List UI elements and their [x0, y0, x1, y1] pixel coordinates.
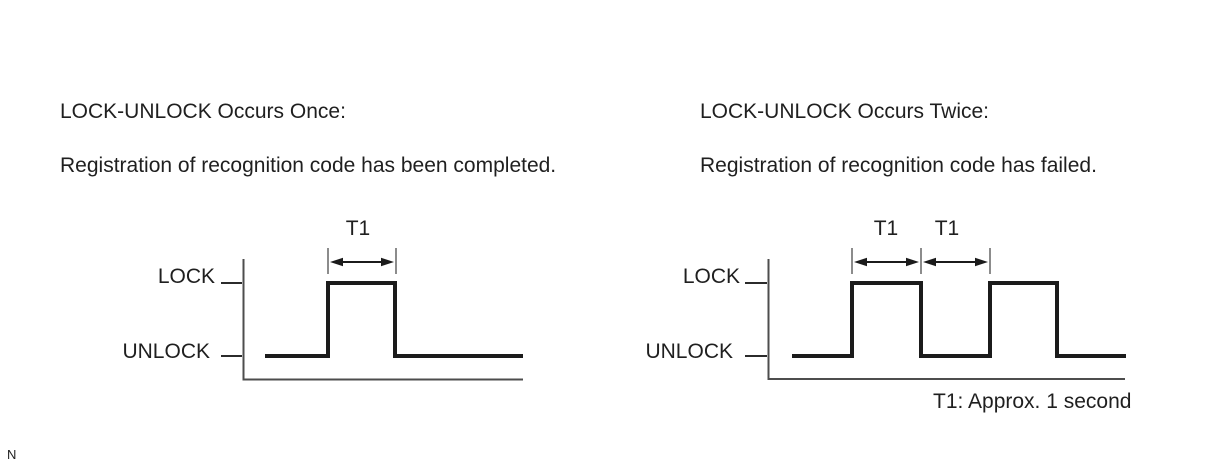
diagram-once — [221, 248, 523, 381]
twice-lock-label: LOCK — [682, 265, 740, 288]
twice-arrowhead-2-left — [923, 257, 936, 267]
twice-t1-label-1: T1 — [873, 217, 899, 240]
panel-twice-description: Registration of recognition code has fai… — [700, 154, 1097, 177]
panel-twice-title: LOCK-UNLOCK Occurs Twice: — [700, 100, 990, 123]
twice-unlock-label: UNLOCK — [645, 340, 733, 363]
once-arrowhead-right — [381, 257, 394, 267]
twice-arrowhead-1-left — [854, 257, 867, 267]
t1-definition-note: T1: Approx. 1 second — [933, 390, 1132, 413]
once-waveform — [265, 281, 523, 358]
panel-once-description: Registration of recognition code has bee… — [60, 154, 557, 177]
diagram-twice — [745, 248, 1126, 380]
twice-t1-label-2: T1 — [934, 217, 960, 240]
once-lock-label: LOCK — [157, 265, 215, 288]
twice-waveform — [792, 281, 1126, 358]
once-unlock-label: UNLOCK — [122, 340, 210, 363]
once-t1-label: T1 — [345, 217, 371, 240]
panel-once-title: LOCK-UNLOCK Occurs Once: — [60, 100, 346, 123]
twice-arrowhead-2-right — [975, 257, 988, 267]
page-marker: N — [7, 447, 17, 462]
once-arrowhead-left — [330, 257, 343, 267]
twice-arrowhead-1-right — [906, 257, 919, 267]
